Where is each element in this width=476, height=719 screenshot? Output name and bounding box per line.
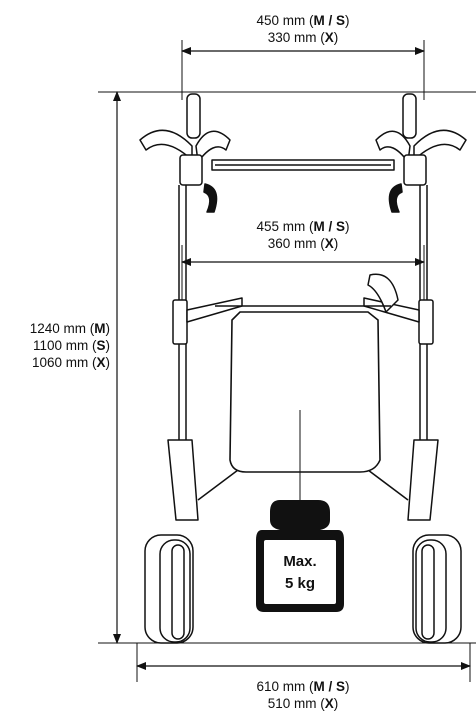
base-width-label: 610 mm (M / S) 510 mm (X) <box>256 679 350 711</box>
inner-width-label: 455 mm (M / S) 360 mm (X) <box>256 219 350 251</box>
weight-max-label: Max. <box>283 553 316 570</box>
weight-icon-face <box>264 540 336 604</box>
top-width-label: 450 mm (M / S) 330 mm (X) <box>256 13 350 45</box>
rollator-frame <box>139 93 467 644</box>
weight-value-label: 5 kg <box>285 575 315 592</box>
storage-bag <box>229 311 381 473</box>
height-label: 1240 mm (M) 1100 mm (S) 1060 mm (X) <box>29 321 110 370</box>
